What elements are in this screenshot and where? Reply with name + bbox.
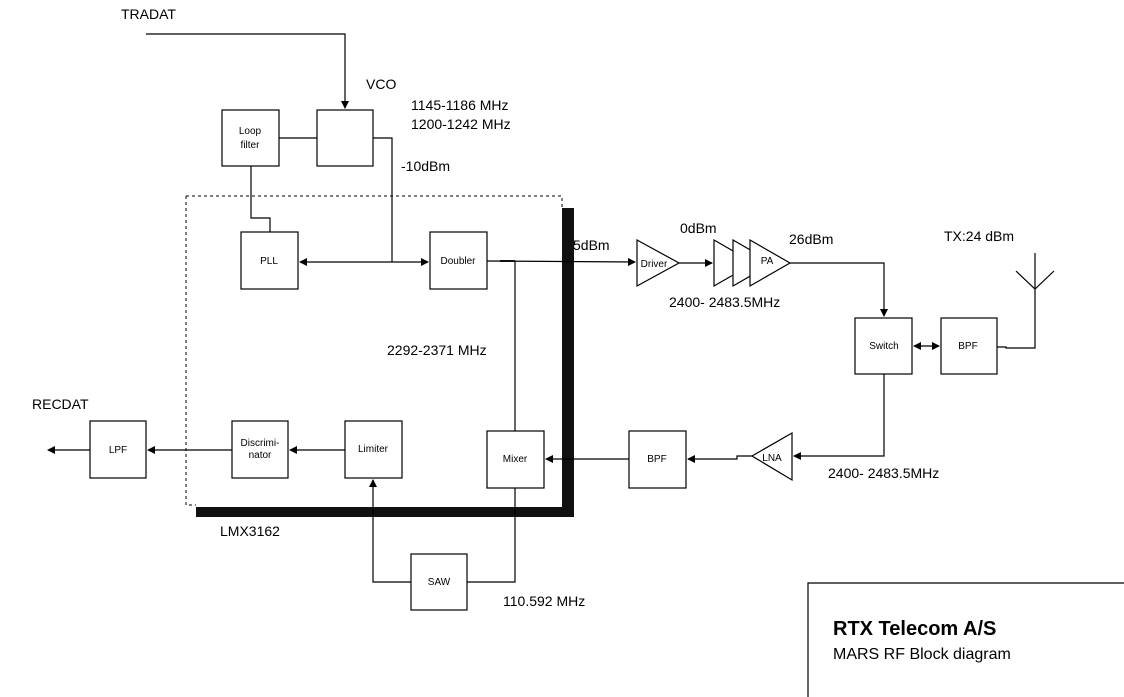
doubler-block[interactable]	[429, 231, 488, 290]
discriminator-label-2: nator	[249, 450, 272, 461]
tx-bpf-block[interactable]	[940, 317, 998, 375]
lna-to-bpf-wire	[687, 455, 752, 463]
switch-block[interactable]	[854, 317, 913, 375]
loop-filter-label-2: filter	[241, 140, 261, 151]
recdat-label: RECDAT	[32, 396, 89, 412]
mixer-label: Mixer	[503, 454, 528, 465]
limiter-label: Limiter	[358, 444, 389, 455]
vco-output-wire	[373, 137, 393, 262]
doubler-label: Doubler	[440, 256, 476, 267]
chip-edge-bottom	[196, 507, 574, 517]
pa-amplifier[interactable]	[749, 238, 792, 288]
discriminator-label-1: Discrimi-	[241, 438, 280, 449]
pll-label: PLL	[260, 256, 278, 267]
tx-bpf-label: BPF	[958, 341, 977, 352]
tradat-wire	[146, 33, 349, 109]
vco-freq-2: 1200-1242 MHz	[411, 116, 511, 132]
vco-level: -10dBm	[401, 158, 450, 174]
lna-label: LNA	[762, 453, 782, 464]
antenna-icon	[1015, 270, 1055, 290]
pa-level: 26dBm	[789, 231, 833, 247]
saw-to-limiter-wire	[369, 479, 411, 583]
if-freq: 110.592 MHz	[503, 593, 585, 609]
vco-freq-1: 1145-1186 MHz	[411, 97, 509, 113]
doubler-freq: 2292-2371 MHz	[387, 342, 487, 358]
chip-edge-right	[562, 208, 574, 517]
driver-level: 0dBm	[680, 220, 717, 236]
pa-to-switch-wire	[790, 262, 888, 317]
discriminator-block[interactable]	[231, 420, 289, 479]
driver-label: Driver	[641, 259, 668, 270]
doubler-tap	[500, 260, 515, 262]
tradat-label: TRADAT	[121, 6, 176, 22]
lpf-label: LPF	[109, 445, 127, 456]
loop-filter-block[interactable]	[221, 109, 280, 167]
lna-amplifier[interactable]	[750, 431, 793, 482]
pa-label: PA	[761, 256, 774, 267]
bpf-antenna-wire	[997, 253, 1036, 349]
mixer-to-saw-wire	[467, 488, 516, 583]
title-block-frame	[807, 582, 1124, 697]
tx-band: 2400- 2483.5MHz	[669, 294, 780, 310]
chip-label: LMX3162	[220, 523, 280, 539]
saw-label: SAW	[428, 577, 451, 588]
switch-to-lna-wire	[793, 374, 885, 460]
lmx3162-boundary	[185, 195, 563, 506]
tx-power: TX:24 dBm	[944, 228, 1014, 244]
vco-block[interactable]	[316, 109, 374, 167]
limiter-block[interactable]	[344, 420, 403, 479]
driver-amplifier[interactable]	[636, 238, 681, 288]
doubler-level: 5dBm	[573, 237, 610, 253]
company-title: RTX Telecom A/S	[833, 618, 996, 640]
saw-block[interactable]	[410, 553, 468, 611]
loopfilter-pll-wire	[250, 166, 271, 232]
switch-label: Switch	[869, 341, 898, 352]
rx-band: 2400- 2483.5MHz	[828, 465, 939, 481]
diagram-subtitle: MARS RF Block diagram	[833, 646, 1011, 663]
loop-filter-label-1: Loop	[239, 126, 262, 137]
vco-label: VCO	[366, 76, 396, 92]
rx-bpf-block[interactable]	[628, 430, 687, 489]
pll-block[interactable]	[240, 231, 299, 290]
rx-bpf-label: BPF	[647, 454, 666, 465]
